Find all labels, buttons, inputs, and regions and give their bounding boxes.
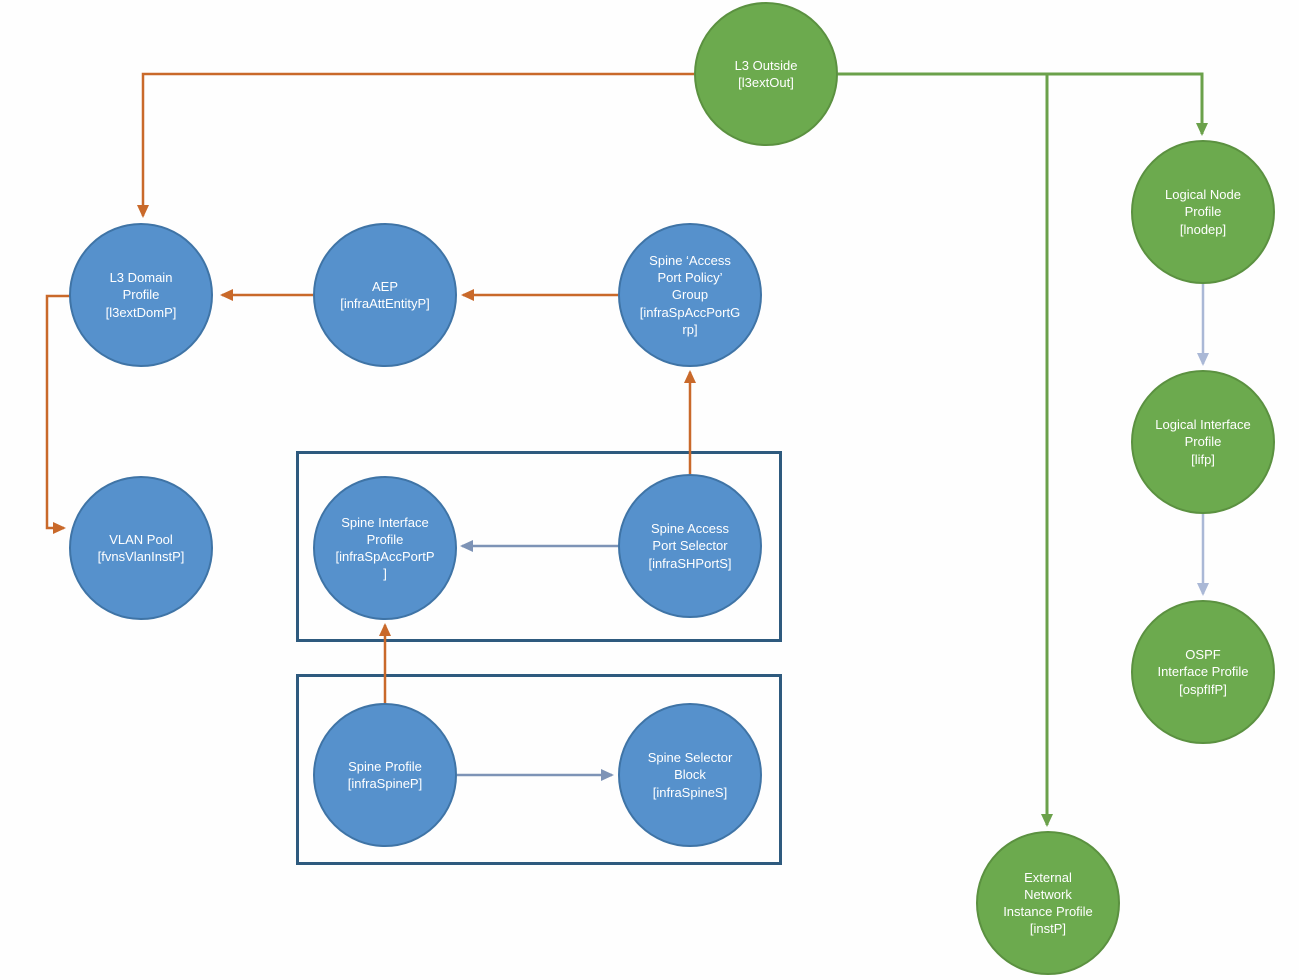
node-external-network-instance-profile: External Network Instance Profile [instP…	[976, 831, 1120, 975]
edge-l3outside-to-logicalnodeprofile	[838, 72, 1208, 136]
edge-l3outside-to-l3domain	[137, 72, 694, 218]
node-l3-outside: L3 Outside [l3extOut]	[694, 2, 838, 146]
node-spine-access-port-policy-group: Spine ‘Access Port Policy’ Group [infraS…	[618, 223, 762, 367]
node-spine-profile: Spine Profile [infraSpineP]	[313, 703, 457, 847]
node-spine-selector-block: Spine Selector Block [infraSpineS]	[618, 703, 762, 847]
node-vlan-pool: VLAN Pool [fvnsVlanInstP]	[69, 476, 213, 620]
spine-interface-group-box	[296, 451, 782, 642]
node-ospf-interface-profile: OSPF Interface Profile [ospfIfP]	[1131, 600, 1275, 744]
spine-profile-group-box	[296, 674, 782, 865]
node-logical-node-profile: Logical Node Profile [lnodep]	[1131, 140, 1275, 284]
edge-l3domain-to-vlanpool	[45, 294, 70, 534]
node-aep: AEP [infraAttEntityP]	[313, 223, 457, 367]
node-spine-interface-profile: Spine Interface Profile [infraSpAccPortP…	[313, 476, 457, 620]
node-spine-access-port-selector: Spine Access Port Selector [infraSHPortS…	[618, 474, 762, 618]
node-l3-domain-profile: L3 Domain Profile [l3extDomP]	[69, 223, 213, 367]
node-logical-interface-profile: Logical Interface Profile [lifp]	[1131, 370, 1275, 514]
